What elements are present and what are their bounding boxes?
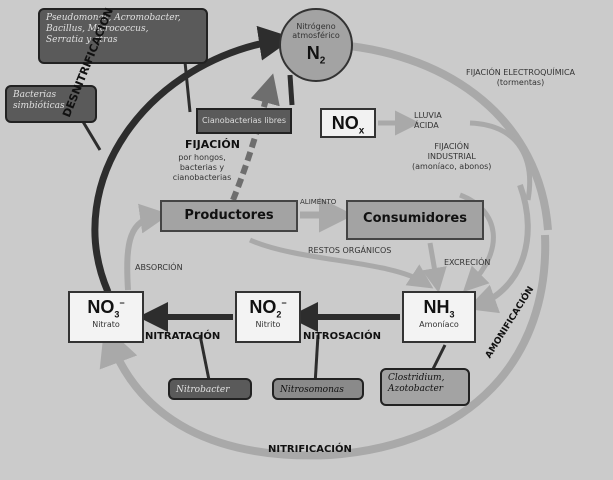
note-connector-simbioticas — [80, 119, 102, 151]
note-connector-denit — [183, 61, 192, 113]
amonificacion-arc — [466, 183, 531, 314]
amonificantes-note: Clostridium, Azotobacter — [380, 368, 470, 406]
fijacion-electroquimica-arc — [339, 41, 552, 231]
alimento-label: ALIMENTO — [300, 198, 337, 206]
amoniaco-name: Amoníaco — [419, 319, 459, 329]
nitrato-name: Nitrato — [92, 319, 120, 329]
restos-organicos-label: RESTOS ORGÁNICOS — [308, 246, 392, 255]
n2-label: Nitrógeno atmosférico — [292, 22, 340, 40]
nitrobacter-note: Nitrobacter — [168, 378, 252, 400]
n2-formula: N2 — [306, 43, 326, 67]
desnitrificacion-arc — [91, 25, 294, 294]
lluvia-to-nitrato-arc — [469, 120, 533, 201]
fijacion-label: FIJACIÓN — [185, 138, 240, 151]
nitrato-formula: NO3− — [87, 297, 125, 320]
excrecion-label: EXCRECIÓN — [444, 258, 491, 267]
absorcion-arrow — [124, 203, 170, 291]
absorcion-label: ABSORCIÓN — [135, 263, 183, 272]
fijacion-industrial-label: FIJACIÓN INDUSTRIAL (amoníaco, abonos) — [412, 142, 492, 171]
productores-node: Productores — [160, 200, 298, 232]
restos-organicos-arrow — [248, 237, 434, 289]
nitrificacion-arc — [99, 234, 550, 460]
nox-node: NOx — [320, 108, 376, 138]
cianobacterias-box: Cianobacterias libres — [196, 108, 292, 134]
nitrato-node: NO3− Nitrato — [68, 291, 144, 343]
nitrito-node: NO2− Nitrito — [235, 291, 301, 343]
amoniaco-formula: NH3 — [423, 297, 455, 320]
nitrosacion-label: NITROSACIÓN — [303, 331, 381, 342]
excrecion-arrow — [422, 242, 447, 293]
note-connector-nitrobacter — [198, 334, 212, 386]
fijacion-electroquimica-label: FIJACIÓN ELECTROQUÍMICA (tormentas) — [466, 68, 576, 87]
n2-to-box-arrow — [287, 74, 295, 106]
nitrificacion-label: NITRIFICACIÓN — [268, 444, 352, 455]
denitrifying-bacteria-note: Pseudomonas, Acromobacter, Bacillus, Mic… — [38, 8, 208, 64]
fijacion-dashed-arrow — [230, 73, 280, 202]
lluvia-acida-label: LLUVIA ÁCIDA — [414, 111, 442, 130]
note-connector-nitrosomonas — [313, 334, 320, 386]
consumidores-node: Consumidores — [346, 200, 484, 240]
simbioticas-note: Bacterias simbióticas — [5, 85, 97, 123]
nitrito-formula: NO2− — [249, 297, 287, 320]
nitrito-name: Nitrito — [255, 319, 281, 329]
nitrosomonas-note: Nitrosomonas — [272, 378, 364, 400]
n2-node: Nitrógeno atmosférico N2 — [279, 8, 353, 82]
amoniaco-node: NH3 Amoníaco — [402, 291, 476, 343]
fijacion-sub-label: por hongos, bacterias y cianobacterias — [172, 153, 232, 182]
nitratacion-label: NITRATACIÓN — [145, 331, 221, 342]
